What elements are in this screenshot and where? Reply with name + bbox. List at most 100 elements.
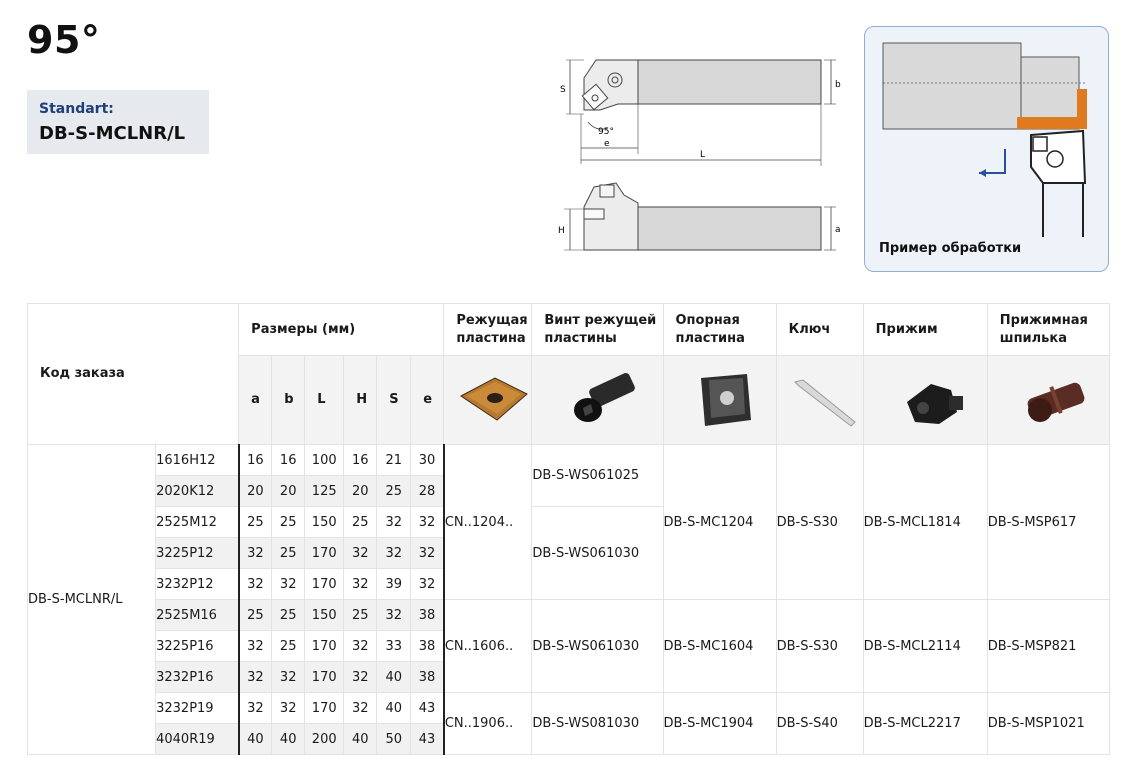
value-e: 38 bbox=[410, 630, 445, 662]
size-cell: 3232P16 bbox=[155, 661, 240, 693]
clamp-image-icon bbox=[862, 355, 988, 445]
dim-col-h: H bbox=[343, 355, 378, 445]
value-s: 21 bbox=[376, 444, 412, 476]
tool-top-view-drawing: S b 95° e L bbox=[560, 59, 841, 166]
order-code-cell: DB-S-MCLNR/L bbox=[26, 444, 157, 755]
value-e: 38 bbox=[410, 661, 445, 693]
value-a: 16 bbox=[238, 444, 273, 476]
value-l: 170 bbox=[304, 692, 345, 724]
value-h: 32 bbox=[343, 661, 378, 693]
value-a: 32 bbox=[238, 692, 273, 724]
dim-b-label: b bbox=[835, 80, 841, 90]
clamp-pin-cell: DB-S-MSP617 bbox=[986, 444, 1111, 600]
value-s: 25 bbox=[376, 475, 412, 507]
value-e: 30 bbox=[410, 444, 445, 476]
key-cell: DB-S-S30 bbox=[775, 444, 864, 600]
value-a: 32 bbox=[238, 630, 273, 662]
value-a: 25 bbox=[238, 599, 273, 631]
value-l: 170 bbox=[304, 630, 345, 662]
size-cell: 4040R19 bbox=[155, 723, 240, 755]
clamp-pin-cell: DB-S-MSP821 bbox=[986, 599, 1111, 693]
specification-table: Код заказа Размеры (мм) Режущая пластина… bbox=[26, 303, 1111, 755]
key-cell: DB-S-S30 bbox=[775, 599, 864, 693]
dim-col-s: S bbox=[376, 355, 412, 445]
value-b: 40 bbox=[271, 723, 306, 755]
value-l: 170 bbox=[304, 568, 345, 600]
clamp-cell: DB-S-MCL1814 bbox=[862, 444, 988, 600]
value-l: 170 bbox=[304, 661, 345, 693]
clamp-cell: DB-S-MCL2217 bbox=[862, 692, 988, 755]
insert-cell: CN..1204.. bbox=[443, 444, 533, 600]
value-h: 16 bbox=[343, 444, 378, 476]
value-b: 25 bbox=[271, 537, 306, 569]
value-e: 38 bbox=[410, 599, 445, 631]
value-h: 25 bbox=[343, 506, 378, 538]
insert-cell: CN..1606.. bbox=[443, 599, 533, 693]
clamp-pin-cell: DB-S-MSP1021 bbox=[986, 692, 1111, 755]
value-l: 150 bbox=[304, 506, 345, 538]
value-b: 16 bbox=[271, 444, 306, 476]
value-b: 32 bbox=[271, 661, 306, 693]
value-b: 20 bbox=[271, 475, 306, 507]
dim-col-a: a bbox=[238, 355, 273, 445]
shim-cell: DB-S-MC1904 bbox=[662, 692, 777, 755]
screw-cell: DB-S-WS081030 bbox=[531, 692, 664, 755]
size-cell: 1616H12 bbox=[155, 444, 240, 476]
value-e: 32 bbox=[410, 506, 445, 538]
screw-cell: DB-S-WS061025 bbox=[531, 444, 664, 507]
size-cell: 3225P12 bbox=[155, 537, 240, 569]
value-b: 32 bbox=[271, 568, 306, 600]
value-e: 28 bbox=[410, 475, 445, 507]
value-s: 32 bbox=[376, 599, 412, 631]
clamp-cell: DB-S-MCL2114 bbox=[862, 599, 988, 693]
value-b: 25 bbox=[271, 506, 306, 538]
shim-cell: DB-S-MC1604 bbox=[662, 599, 777, 693]
value-e: 43 bbox=[410, 723, 445, 755]
order-code-header: Код заказа bbox=[26, 303, 240, 445]
dim-l-label: L bbox=[700, 150, 705, 160]
dim-s-label: S bbox=[560, 85, 566, 95]
value-s: 39 bbox=[376, 568, 412, 600]
screw-image-icon bbox=[531, 355, 664, 445]
standard-badge: Standart: DB-S-MCLNR/L bbox=[27, 90, 209, 154]
clamp-pin-image-icon bbox=[986, 355, 1111, 445]
value-a: 32 bbox=[238, 537, 273, 569]
shim-cell: DB-S-MC1204 bbox=[662, 444, 777, 600]
value-b: 32 bbox=[271, 692, 306, 724]
insert-screw-header: Винт режущей пластины bbox=[531, 303, 664, 356]
dim-col-e: e bbox=[410, 355, 445, 445]
dimensions-header: Размеры (мм) bbox=[238, 303, 445, 356]
size-cell: 2020K12 bbox=[155, 475, 240, 507]
key-header: Ключ bbox=[775, 303, 864, 356]
size-cell: 3225P16 bbox=[155, 630, 240, 662]
value-a: 25 bbox=[238, 506, 273, 538]
value-l: 100 bbox=[304, 444, 345, 476]
shim-header: Опорная пластина bbox=[662, 303, 777, 356]
tool-side-view-drawing: H a bbox=[558, 182, 841, 251]
value-a: 20 bbox=[238, 475, 273, 507]
value-e: 32 bbox=[410, 537, 445, 569]
value-h: 20 bbox=[343, 475, 378, 507]
value-a: 40 bbox=[238, 723, 273, 755]
dim-h-label: H bbox=[558, 226, 565, 236]
value-s: 32 bbox=[376, 506, 412, 538]
size-cell: 3232P12 bbox=[155, 568, 240, 600]
size-cell: 2525M12 bbox=[155, 506, 240, 538]
screw-cell: DB-S-WS061030 bbox=[531, 506, 664, 600]
value-b: 25 bbox=[271, 630, 306, 662]
value-h: 32 bbox=[343, 630, 378, 662]
size-cell: 3232P19 bbox=[155, 692, 240, 724]
dim-angle-label: 95° bbox=[598, 127, 614, 137]
machining-example-diagram bbox=[882, 42, 1087, 255]
value-a: 32 bbox=[238, 661, 273, 693]
clamp-pin-header: Прижимная шпилька bbox=[986, 303, 1111, 356]
key-cell: DB-S-S40 bbox=[775, 692, 864, 755]
page-title: 95° bbox=[27, 18, 101, 62]
value-h: 32 bbox=[343, 692, 378, 724]
insert-cell: CN..1906.. bbox=[443, 692, 533, 755]
standard-label: Standart: bbox=[39, 101, 114, 117]
value-h: 32 bbox=[343, 537, 378, 569]
dim-e-label: e bbox=[604, 139, 610, 149]
value-h: 40 bbox=[343, 723, 378, 755]
machining-example-panel: Пример обработки bbox=[864, 26, 1109, 272]
